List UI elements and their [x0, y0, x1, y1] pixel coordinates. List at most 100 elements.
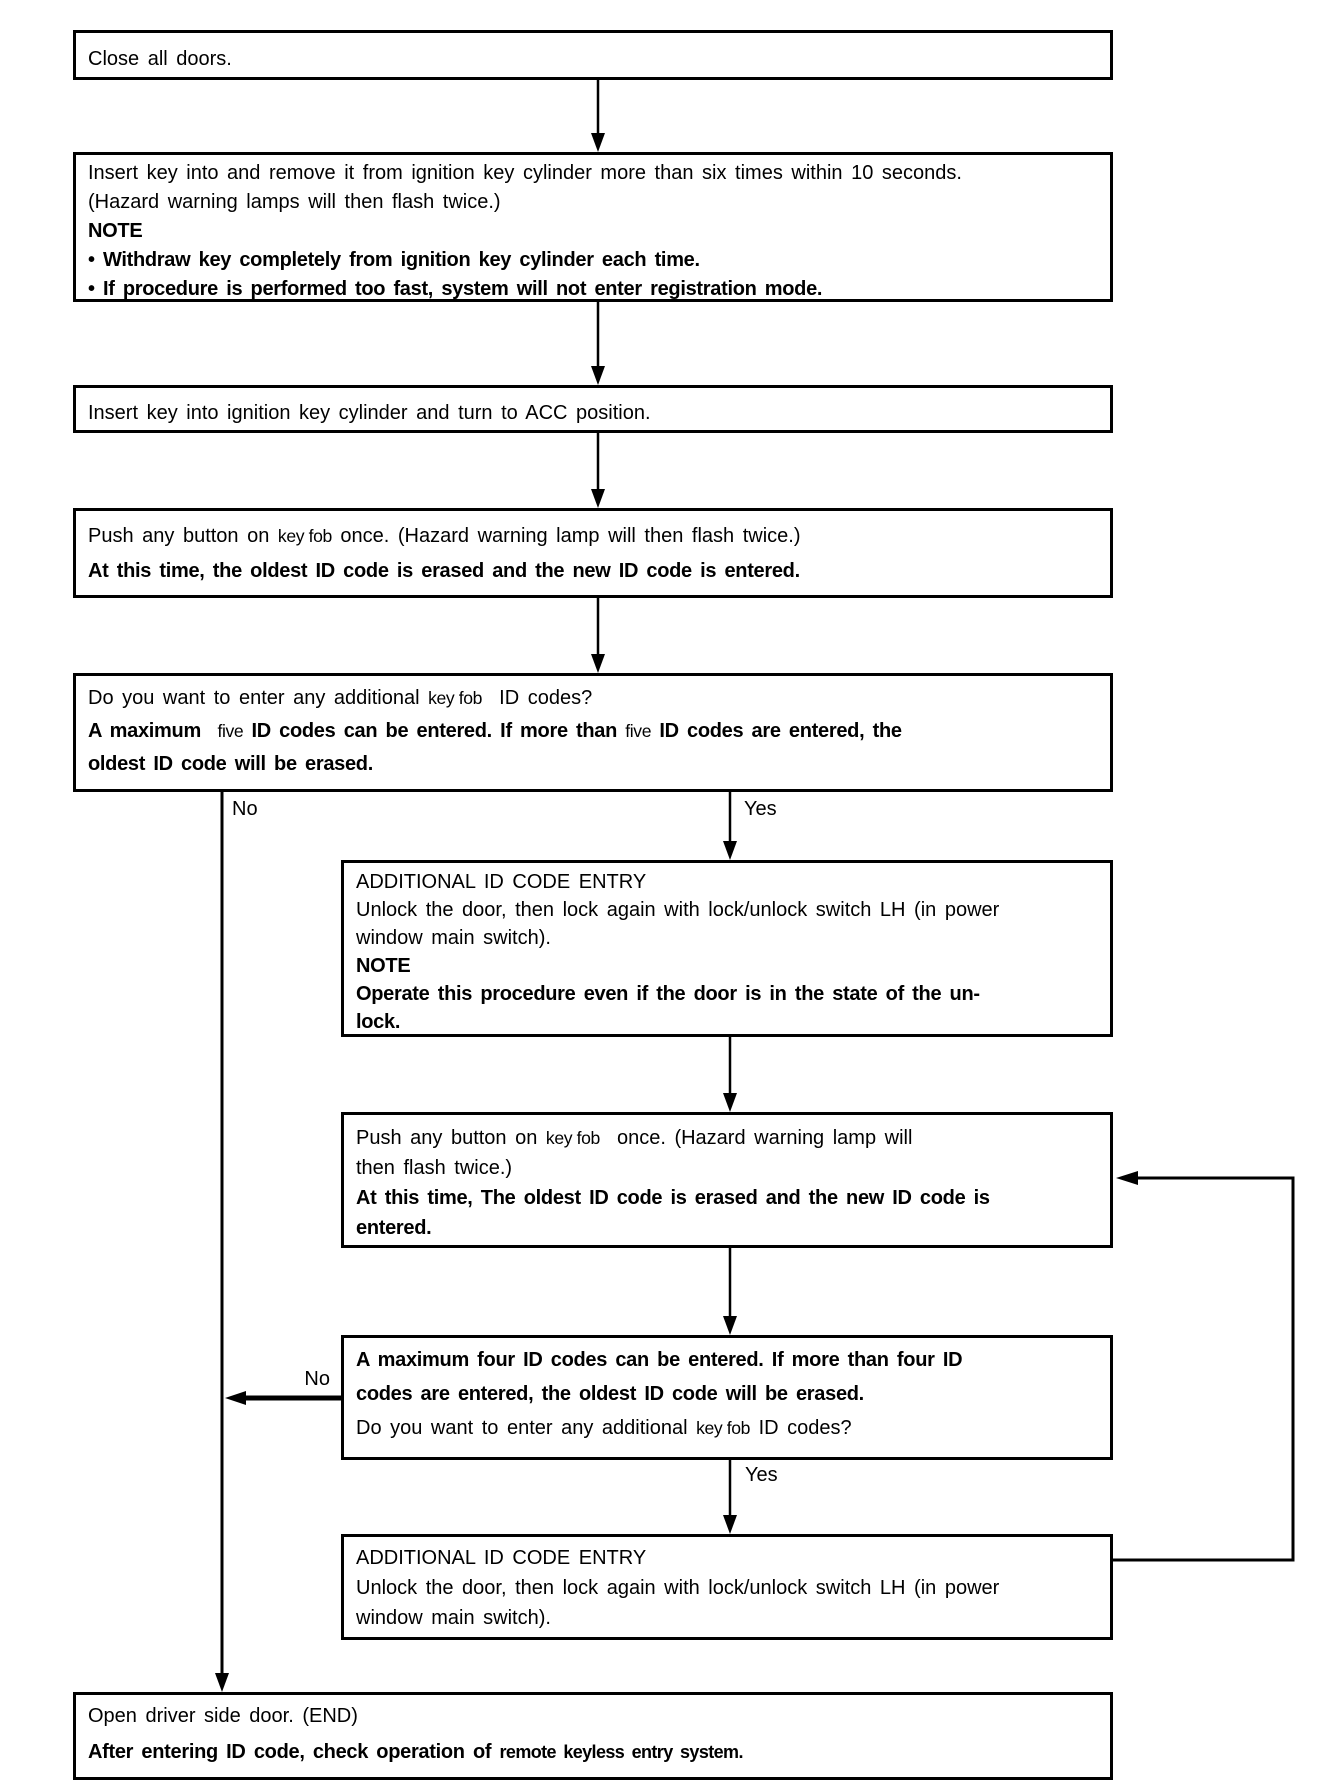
text-segment: then flash twice.): [356, 1157, 513, 1179]
text-line: Insert key into and remove it from ignit…: [88, 159, 1098, 188]
arrow-yes2-head: [723, 1515, 737, 1534]
text-segment: five: [625, 721, 652, 741]
text-line: then flash twice.): [356, 1153, 1098, 1183]
text-segment: ID codes are entered, the: [651, 720, 902, 742]
text-segment: once. (Hazard warning lamp will: [599, 1127, 913, 1149]
branch-label-no-1: No: [232, 798, 258, 820]
feedback-loop-head: [1116, 1171, 1138, 1185]
text-line: A maximum five ID codes can be entered. …: [88, 715, 1098, 748]
text-segment: Operate this procedure even if the door …: [356, 983, 980, 1005]
text-segment: NOTE: [88, 220, 143, 242]
text-line: At this time, The oldest ID code is eras…: [356, 1183, 1098, 1213]
text-segment: • If procedure is performed too fast, sy…: [88, 278, 823, 300]
text-segment: ID codes?: [482, 687, 593, 709]
text-segment: • Withdraw key completely from ignition …: [88, 249, 700, 271]
text-line: window main switch).: [356, 1603, 1098, 1633]
text-segment: Unlock the door, then lock again with lo…: [356, 899, 1000, 921]
text-line: At this time, the oldest ID code is eras…: [88, 554, 1098, 589]
arrow-close-to-insert-head: [591, 133, 605, 152]
text-line: • If procedure is performed too fast, sy…: [88, 275, 1098, 304]
flow-node-additional-question-1: Do you want to enter any additional key …: [73, 673, 1113, 792]
branch-label-yes-2: Yes: [745, 1464, 778, 1486]
text-line: Unlock the door, then lock again with lo…: [356, 896, 1098, 924]
no-rail-head: [215, 1673, 229, 1692]
text-segment: (Hazard warning lamps will then flash tw…: [88, 191, 501, 213]
flow-node-additional-question-2: A maximum four ID codes can be entered. …: [341, 1335, 1113, 1460]
text-segment: Open driver side door. (END): [88, 1705, 358, 1727]
arrow-no2-head: [225, 1391, 246, 1405]
text-segment: window main switch).: [356, 1607, 551, 1629]
text-segment: ID codes can be entered. If more than: [243, 720, 626, 742]
text-segment: oldest ID code will be erased.: [88, 753, 373, 775]
text-line: Push any button on key fob once. (Hazard…: [88, 519, 1098, 554]
text-segment: Push any button on: [88, 525, 278, 547]
text-segment: A maximum: [88, 720, 218, 742]
flow-node-push-button-2: Push any button on key fob once. (Hazard…: [341, 1112, 1113, 1248]
text-line: entered.: [356, 1213, 1098, 1243]
text-line: • Withdraw key completely from ignition …: [88, 246, 1098, 275]
text-segment: once. (Hazard warning lamp will then fla…: [331, 525, 801, 547]
text-line: Push any button on key fob once. (Hazard…: [356, 1123, 1098, 1153]
text-segment: After entering ID code, check operation …: [88, 1741, 500, 1763]
arrow-push1-to-question1-head: [591, 654, 605, 673]
text-segment: key fob: [696, 1418, 751, 1438]
text-segment: A maximum four ID codes can be entered. …: [356, 1349, 963, 1371]
text-line: Operate this procedure even if the door …: [356, 980, 1098, 1008]
text-segment: key fob: [428, 688, 483, 708]
branch-label-yes-1: Yes: [744, 798, 777, 820]
text-line: Do you want to enter any additional key …: [88, 682, 1098, 715]
text-segment: remote keyless entry system.: [499, 1742, 744, 1762]
text-segment: ADDITIONAL ID CODE ENTRY: [356, 871, 647, 893]
flow-node-open-door-end: Open driver side door. (END) After enteri…: [73, 1692, 1113, 1780]
flow-node-turn-acc: Insert key into ignition key cylinder an…: [73, 385, 1113, 433]
text-segment: lock.: [356, 1011, 401, 1033]
text-line: ADDITIONAL ID CODE ENTRY: [356, 868, 1098, 896]
flow-node-close-doors: Close all doors.: [73, 30, 1113, 80]
text-line: lock.: [356, 1008, 1098, 1036]
arrow-acc-to-push1-head: [591, 489, 605, 508]
text-segment: Insert key into and remove it from ignit…: [88, 162, 962, 184]
text-segment: window main switch).: [356, 927, 551, 949]
text-line: NOTE: [88, 217, 1098, 246]
text-line: A maximum four ID codes can be entered. …: [356, 1343, 1098, 1377]
text-segment: At this time, The oldest ID code is eras…: [356, 1187, 990, 1209]
text-line: NOTE: [356, 952, 1098, 980]
text-segment: key fob: [277, 526, 332, 546]
branch-label-no-2: No: [304, 1368, 330, 1390]
text-line: Do you want to enter any additional key …: [356, 1411, 1098, 1445]
text-line: Insert key into ignition key cylinder an…: [88, 397, 1098, 429]
text-segment: Close all doors.: [88, 48, 232, 70]
text-segment: five: [217, 721, 244, 741]
flow-node-push-button-1: Push any button on key fob once. (Hazard…: [73, 508, 1113, 598]
text-line: oldest ID code will be erased.: [88, 748, 1098, 781]
text-segment: codes are entered, the oldest ID code wi…: [356, 1383, 864, 1405]
text-line: Open driver side door. (END): [88, 1698, 1098, 1734]
text-segment: At this time, the oldest ID code is eras…: [88, 560, 800, 582]
text-segment: Insert key into ignition key cylinder an…: [88, 402, 651, 424]
arrow-insert-to-acc-head: [591, 366, 605, 385]
text-segment: ID codes?: [750, 1417, 852, 1439]
arrow-entry1-to-push2-head: [723, 1093, 737, 1112]
text-segment: ADDITIONAL ID CODE ENTRY: [356, 1547, 647, 1569]
text-segment: Do you want to enter any additional: [88, 687, 429, 709]
feedback-loop-line: [1113, 1176, 1295, 1562]
text-line: ADDITIONAL ID CODE ENTRY: [356, 1543, 1098, 1573]
text-line: (Hazard warning lamps will then flash tw…: [88, 188, 1098, 217]
flow-node-additional-entry-2: ADDITIONAL ID CODE ENTRY Unlock the door,…: [341, 1534, 1113, 1640]
text-segment: Push any button on: [356, 1127, 546, 1149]
text-segment: Do you want to enter any additional: [356, 1417, 697, 1439]
flow-node-insert-remove-key: Insert key into and remove it from ignit…: [73, 152, 1113, 302]
flow-node-additional-entry-1: ADDITIONAL ID CODE ENTRY Unlock the door,…: [341, 860, 1113, 1037]
text-line: window main switch).: [356, 924, 1098, 952]
text-line: codes are entered, the oldest ID code wi…: [356, 1377, 1098, 1411]
arrow-yes1-head: [723, 841, 737, 860]
text-segment: key fob: [545, 1128, 600, 1148]
text-segment: NOTE: [356, 955, 411, 977]
arrow-push2-to-question2-head: [723, 1316, 737, 1335]
text-segment: entered.: [356, 1217, 432, 1239]
text-line: Close all doors.: [88, 43, 1098, 75]
text-line: Unlock the door, then lock again with lo…: [356, 1573, 1098, 1603]
text-line: After entering ID code, check operation …: [88, 1734, 1098, 1770]
